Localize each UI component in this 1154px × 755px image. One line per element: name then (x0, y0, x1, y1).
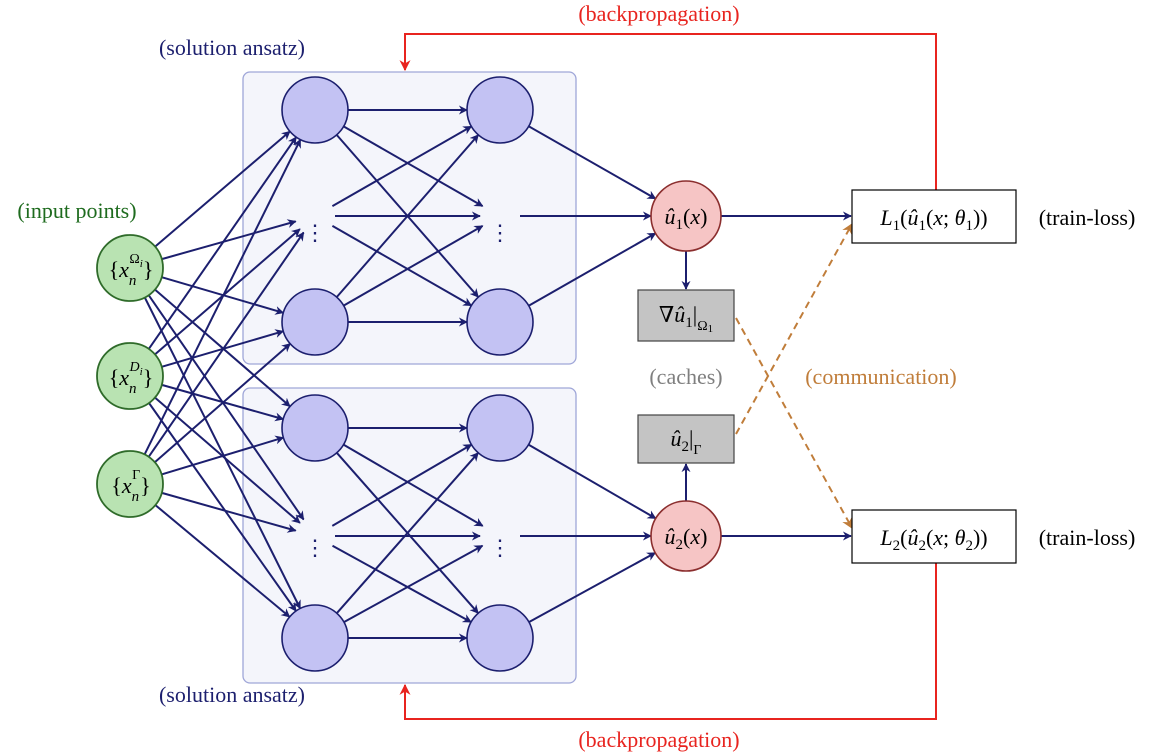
svg-text:{xnΩi}: {xnΩi} (109, 252, 154, 289)
hidden-node-bot-l1-a (281, 394, 349, 462)
hidden-node-top-l1-c (281, 288, 349, 356)
edge-arrow-36 (528, 125, 657, 200)
network-edges (143, 105, 852, 643)
edge-arrow-23 (331, 225, 473, 307)
output-node-u2: û2(x) (650, 500, 722, 572)
hidden-node-top-l1-a (281, 76, 349, 144)
hidden-node-top-l2-a (466, 76, 534, 144)
input-node-gamma: {xnΓ} (96, 450, 164, 518)
svg-text:û2|Γ: û2|Γ (671, 426, 702, 458)
svg-text:{xnDi}: {xnDi} (109, 360, 154, 397)
svg-text:L2(û2(x; θ2)): L2(û2(x; θ2)) (879, 525, 987, 554)
edge-arrow-16 (161, 491, 297, 533)
svg-text:û1(x): û1(x) (665, 204, 708, 233)
cache-box-gradient: ∇û1|Ω1 (637, 289, 735, 342)
edge-arrow-14 (154, 342, 291, 464)
edge-arrow-39 (527, 443, 657, 520)
hidden-nodes (281, 76, 534, 672)
edge-arrow-17 (154, 504, 291, 618)
edge-arrow-33 (336, 452, 479, 614)
edge-arrow-4 (147, 294, 305, 521)
input-node-omega: {xnΩi} (96, 234, 164, 302)
output-node-u1: û1(x) (650, 180, 722, 252)
loss-box-L2: L2(û2(x; θ2)) (851, 509, 1017, 564)
edge-arrow-21 (331, 125, 473, 207)
edge-arrow-19 (343, 125, 484, 207)
svg-text:L1(û1(x; θ1)): L1(û1(x; θ1)) (879, 205, 987, 234)
edge-arrow-5 (143, 297, 302, 610)
edge-arrow-12 (143, 138, 302, 455)
edge-arrow-7 (154, 228, 301, 356)
svg-text:{xnΓ}: {xnΓ} (111, 468, 150, 505)
edge-arrow-15 (161, 435, 285, 476)
caches-label: (caches) (649, 364, 722, 389)
cache-box-trace: û2|Γ (637, 414, 735, 464)
communication-arrow-to-L2 (735, 317, 853, 529)
backprop-path-top (399, 33, 937, 190)
edge-arrow-24 (335, 134, 480, 298)
backprop-label-top: (backpropagation) (578, 1, 739, 26)
edge-arrow-34 (343, 544, 484, 623)
ansatz-label-top: (solution ansatz) (159, 35, 305, 60)
ellipsis-top-layer1: ⋮ (304, 220, 326, 245)
train-loss-label-2: (train-loss) (1039, 525, 1136, 550)
train-loss-label-1: (train-loss) (1039, 205, 1136, 230)
input-node-dirichlet: {xnDi} (96, 342, 164, 410)
edge-arrow-25 (343, 225, 484, 307)
loss-box-L1: L1(û1(x; θ1)) (851, 189, 1017, 244)
svg-text:û2(x): û2(x) (665, 524, 708, 553)
ellipsis-top-layer2: ⋮ (489, 220, 511, 245)
edge-arrow-6 (147, 136, 298, 350)
input-points-label: (input points) (17, 198, 136, 223)
edge-arrow-32 (332, 544, 472, 623)
svg-text:∇û1|Ω1: ∇û1|Ω1 (659, 302, 713, 335)
backprop-path-bottom (399, 562, 937, 720)
edge-arrow-0 (154, 130, 291, 248)
hidden-node-bot-l2-a (466, 394, 534, 462)
edge-arrow-13 (147, 231, 305, 458)
hidden-node-bot-l2-c (466, 604, 534, 672)
hidden-node-top-l2-c (466, 288, 534, 356)
edge-arrow-11 (148, 402, 297, 612)
edge-arrow-28 (342, 443, 484, 527)
ansatz-label-bottom: (solution ansatz) (159, 682, 305, 707)
ellipsis-bottom-layer1: ⋮ (304, 535, 326, 560)
edge-arrow-30 (331, 443, 473, 527)
ellipsis-bottom-layer2: ⋮ (489, 535, 511, 560)
edge-arrow-10 (154, 396, 301, 524)
backprop-label-bottom: (backpropagation) (578, 727, 739, 752)
communication-arrow-to-L1 (735, 223, 853, 435)
edge-arrow-1 (161, 219, 297, 261)
edge-arrow-41 (528, 551, 657, 623)
communication-label: (communication) (805, 364, 957, 389)
edge-arrow-38 (528, 232, 657, 307)
hidden-node-bot-l1-c (281, 604, 349, 672)
